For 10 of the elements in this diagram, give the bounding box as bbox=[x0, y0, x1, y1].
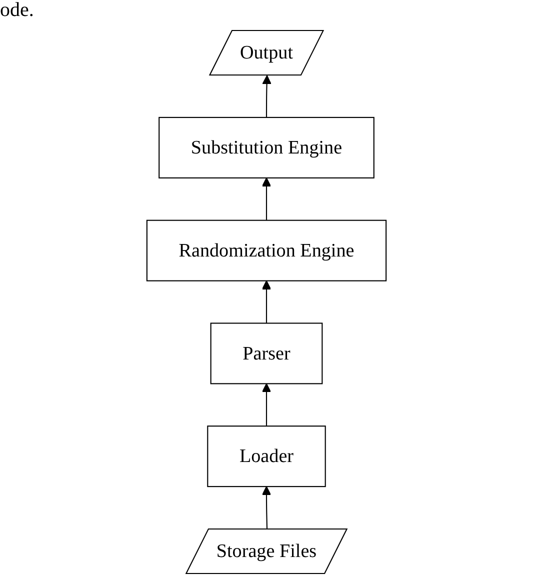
node-box: Substitution Engine bbox=[158, 116, 374, 178]
arrow bbox=[262, 177, 272, 220]
node-box: Loader bbox=[207, 426, 326, 488]
arrow bbox=[262, 383, 272, 426]
text-fragment: ode. bbox=[0, 0, 34, 20]
node-box: Parser bbox=[210, 322, 323, 384]
arrow bbox=[262, 75, 272, 118]
arrow bbox=[262, 486, 272, 530]
node-box: Randomization Engine bbox=[146, 220, 387, 282]
arrow bbox=[262, 280, 272, 324]
